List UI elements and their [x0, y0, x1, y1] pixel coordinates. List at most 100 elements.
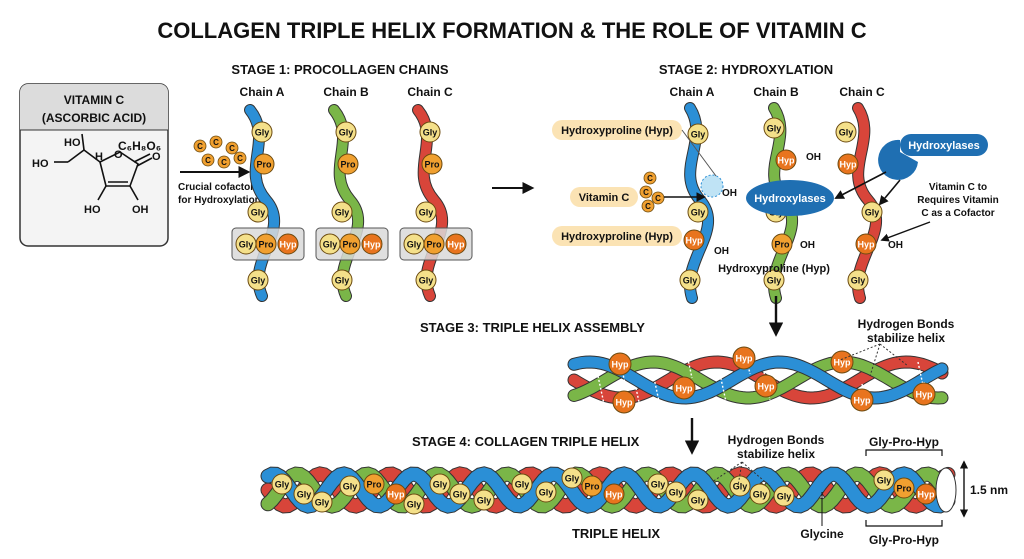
stage3-title: STAGE 3: TRIPLE HELIX ASSEMBLY	[420, 320, 645, 335]
residue-hyp: Hyp	[361, 233, 383, 255]
svg-text:Gly: Gly	[651, 480, 666, 490]
residue-hyp: Hyp	[855, 233, 877, 255]
residue-gly: Gly	[331, 269, 353, 291]
atom-oh-bottom: OH	[132, 204, 149, 216]
residue-pro: Pro	[421, 153, 443, 175]
residue-gly: Gly	[729, 475, 751, 497]
residue-gly: Gly	[535, 481, 557, 503]
residue-gly: Gly	[449, 483, 471, 505]
stage4-hbond-note-2: stabilize helix	[737, 447, 815, 461]
residue-gly: Gly	[763, 269, 785, 291]
svg-text:Gly: Gly	[251, 208, 266, 218]
residue-pro: Pro	[581, 475, 603, 497]
triple-helix-label: TRIPLE HELIX	[572, 526, 660, 541]
hydrogen-bond	[653, 377, 661, 407]
svg-text:C: C	[221, 158, 227, 167]
residue-gly: Gly	[335, 121, 357, 143]
cofactor-label-1: Crucial cofactor	[178, 182, 254, 193]
residue-gly: Gly	[271, 473, 293, 495]
residue-hyp: Hyp	[277, 233, 299, 255]
residue-gly: Gly	[873, 469, 895, 491]
vitamin-c-label: Vitamin C	[570, 187, 638, 207]
requires-note-3: C as a Cofactor	[921, 208, 994, 219]
vitamin-c-title: VITAMIN C	[64, 93, 125, 107]
stage4-repeat-bottom: Gly-Pro-Hyp	[869, 533, 939, 547]
svg-text:Gly: Gly	[335, 208, 350, 218]
stage3-chain-b-strand	[568, 356, 948, 404]
residue-hyp: Hyp	[445, 233, 467, 255]
svg-text:Gly: Gly	[767, 124, 782, 134]
residue-hyp: Hyp	[732, 346, 756, 370]
stage1-chain-a-label: Chain A	[240, 85, 285, 99]
vitamin-c-molecule-icon: C	[643, 171, 657, 185]
hydrogen-bond	[635, 387, 643, 417]
residue-hyp: Hyp	[837, 153, 859, 175]
residue-gly: Gly	[403, 493, 425, 515]
svg-text:C: C	[643, 188, 649, 197]
residue-hyp: Hyp	[608, 352, 632, 376]
hyp-top-pointer	[681, 129, 717, 177]
residue-gly: Gly	[687, 123, 709, 145]
oh-label-b2: OH	[800, 240, 815, 251]
stage4-title: STAGE 4: COLLAGEN TRIPLE HELIX	[412, 434, 640, 449]
svg-text:Hyp: Hyp	[853, 396, 871, 406]
svg-text:Hyp: Hyp	[605, 490, 623, 500]
residue-gly: Gly	[473, 489, 495, 511]
oh-label-a1: OH	[722, 188, 737, 199]
stage2-chain-a-label: Chain A	[670, 85, 715, 99]
vitamin-c-subtitle: (ASCORBIC ACID)	[42, 111, 146, 125]
hydrogen-bond	[917, 361, 925, 391]
residue-gly: Gly	[319, 233, 341, 255]
svg-text:Hyp: Hyp	[757, 382, 775, 392]
svg-text:Pro: Pro	[256, 160, 272, 170]
atom-ho-left: HO	[32, 158, 49, 170]
svg-text:C: C	[647, 174, 653, 183]
hydrogen-bond	[685, 349, 693, 379]
svg-text:Gly: Gly	[255, 128, 270, 138]
hydroxylation-site-icon	[700, 174, 724, 198]
stage2-title: STAGE 2: HYDROXYLATION	[659, 62, 833, 77]
residue-gly: Gly	[251, 121, 273, 143]
svg-text:Gly: Gly	[323, 240, 338, 250]
svg-text:Gly: Gly	[777, 492, 792, 502]
atom-ho-bottom: HO	[84, 204, 101, 216]
vitamin-c-molecule-icon: C	[641, 199, 655, 213]
vitamin-c-molecule-icon: C	[233, 151, 247, 165]
svg-text:Gly: Gly	[683, 276, 698, 286]
svg-text:Pro: Pro	[366, 480, 382, 490]
residue-hyp: Hyp	[915, 483, 937, 505]
svg-text:Gly: Gly	[407, 500, 422, 510]
svg-text:Pro: Pro	[426, 240, 442, 250]
residue-gly: Gly	[861, 201, 883, 223]
hyp-label-mid: Hydroxyproline (Hyp)	[552, 226, 682, 246]
svg-text:C: C	[229, 144, 235, 153]
svg-text:Hyp: Hyp	[735, 354, 753, 364]
svg-text:Hydroxyproline (Hyp): Hydroxyproline (Hyp)	[561, 125, 673, 137]
stage1-title: STAGE 1: PROCOLLAGEN CHAINS	[231, 62, 448, 77]
residue-pro: Pro	[893, 477, 915, 499]
ascorbic-acid-structure-icon	[54, 133, 153, 201]
repeat-bottom-bracket	[865, 520, 943, 527]
stage4-repeat-top: Gly-Pro-Hyp	[869, 435, 939, 449]
svg-text:Gly: Gly	[851, 276, 866, 286]
svg-text:Hyp: Hyp	[675, 384, 693, 394]
residue-gly: Gly	[763, 117, 785, 139]
vitamin-c-molecule-icon: C	[201, 153, 215, 167]
residue-pro: Pro	[255, 233, 277, 255]
svg-text:Gly: Gly	[691, 130, 706, 140]
residue-gly: Gly	[235, 233, 257, 255]
residue-gly: Gly	[419, 121, 441, 143]
residue-gly: Gly	[687, 489, 709, 511]
oh-label-c1: OH	[888, 240, 903, 251]
residue-hyp: Hyp	[754, 374, 778, 398]
svg-text:Gly: Gly	[865, 208, 880, 218]
vitamin-c-box: VITAMIN C (ASCORBIC ACID) HO H C₆H₈O₆ HO…	[19, 83, 169, 247]
svg-text:Gly: Gly	[423, 128, 438, 138]
residue-gly: Gly	[561, 467, 583, 489]
svg-text:Gly: Gly	[275, 480, 290, 490]
residue-gly: Gly	[311, 491, 333, 513]
vitamin-c-molecule-icon: C	[225, 141, 239, 155]
svg-text:Pro: Pro	[340, 160, 356, 170]
svg-text:Gly: Gly	[419, 208, 434, 218]
